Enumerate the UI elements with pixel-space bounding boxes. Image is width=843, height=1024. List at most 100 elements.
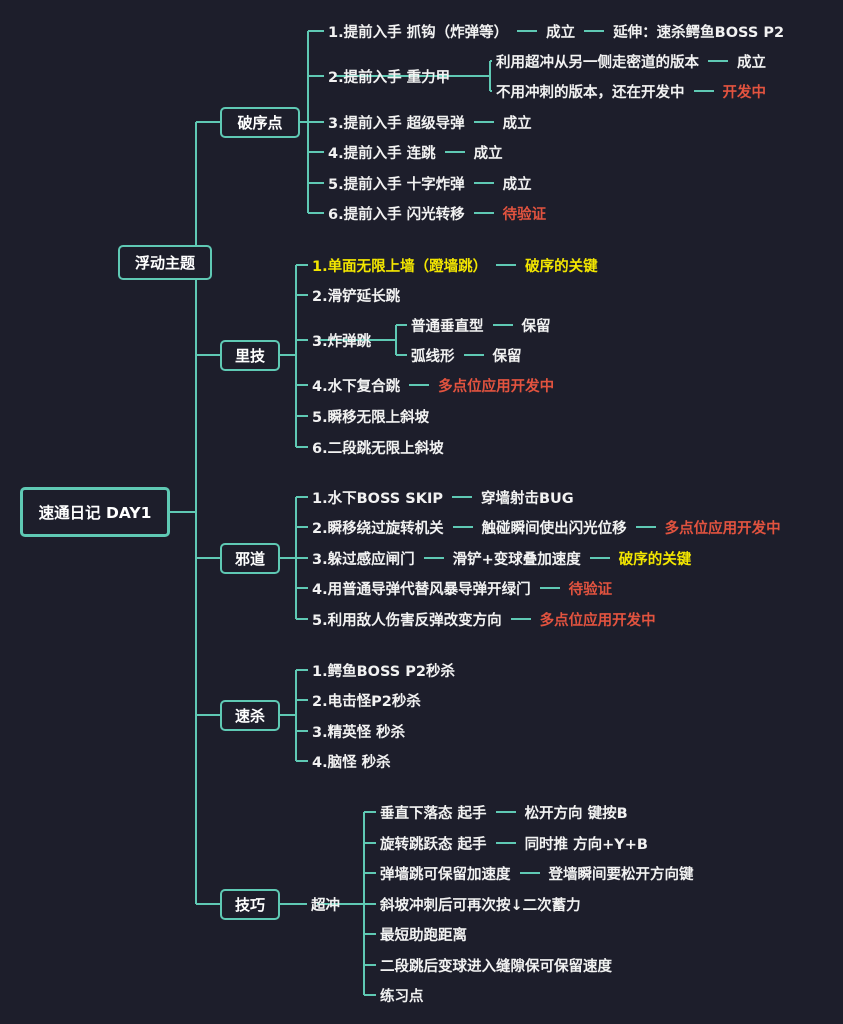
node-text: 1.鳄鱼BOSS P2秒杀 [312, 663, 455, 680]
sub-branch-item[interactable]: 斜坡冲刺后可再次按↓二次蓄力 [380, 892, 581, 916]
connector-dash [444, 151, 465, 153]
node-text: 斜坡冲刺后可再次按↓二次蓄力 [380, 897, 581, 914]
node-text: 待验证 [502, 206, 547, 223]
branch-item[interactable]: 超冲 [311, 892, 340, 916]
node-text: 多点位应用开发中 [438, 378, 555, 395]
sub-branch-item[interactable]: 利用超冲从另一侧走密道的版本 成立 [496, 49, 766, 73]
node-text: 4.脑怪 秒杀 [312, 754, 391, 771]
branch-item[interactable]: 4.用普通导弹代替风暴导弹开绿门待验证 [312, 576, 612, 600]
category-label: 里技 [234, 347, 265, 365]
node-text: 1.水下BOSS SKIP [312, 490, 443, 507]
branch-item[interactable]: 2.电击怪P2秒杀 [312, 688, 421, 712]
node-text: 不用冲刺的版本，还在开发中 [496, 84, 685, 101]
category-node[interactable]: 技巧 [220, 889, 280, 920]
root-label: 速通日记 DAY1 [38, 504, 152, 522]
connector-dash [463, 354, 484, 356]
connector-dash [423, 557, 444, 559]
branch-item[interactable]: 5.瞬移无限上斜坡 [312, 404, 429, 428]
node-text: 6.二段跳无限上斜坡 [312, 440, 444, 457]
sub-branch-item[interactable]: 练习点 [380, 983, 424, 1007]
node-text: 4.提前入手 连跳 [328, 145, 436, 162]
category-node[interactable]: 邪道 [220, 543, 280, 574]
connector-dash [409, 384, 430, 386]
node-text: 成立 [502, 176, 532, 193]
connector-dash [492, 324, 513, 326]
connector-dash [708, 60, 728, 62]
node-text: 2.滑铲延长跳 [312, 288, 401, 305]
node-text: 3.精英怪 秒杀 [312, 724, 406, 741]
sub-branch-item[interactable]: 二段跳后变球进入缝隙保可保留速度 [380, 953, 612, 977]
branch-item[interactable]: 3.提前入手 超级导弹成立 [328, 110, 532, 134]
category-node[interactable]: 破序点 [220, 107, 300, 138]
connector-dash [451, 496, 472, 498]
node-text: 3.炸弹跳 [312, 333, 372, 350]
node-text: 5.提前入手 十字炸弹 [328, 176, 465, 193]
connector-dash [517, 30, 538, 32]
node-text: 开发中 [722, 84, 767, 101]
branch-item[interactable]: 2.瞬移绕过旋转机关 触碰瞬间使出闪光位移 多点位应用开发中 [312, 515, 781, 539]
node-text: 二段跳后变球进入缝隙保可保留速度 [380, 958, 612, 975]
branch-item[interactable]: 1.单面无限上墙（蹬墙跳）破序的关键 [312, 253, 598, 277]
connector-dash [589, 557, 610, 559]
node-text: 2.瞬移绕过旋转机关 [312, 520, 444, 537]
floating-topic-node[interactable]: 浮动主题 [118, 245, 212, 280]
connector-dash [473, 212, 494, 214]
node-text: 利用超冲从另一侧走密道的版本 [496, 54, 699, 71]
connector-dash [584, 30, 605, 32]
category-label: 速杀 [234, 707, 265, 725]
branch-item[interactable]: 4.提前入手 连跳 成立 [328, 140, 503, 164]
branch-item[interactable]: 1.提前入手 抓钩（炸弹等） 成立 延伸：速杀鳄鱼BOSS P2 [328, 19, 784, 43]
sub-branch-item[interactable]: 旋转跳跃态 起手 同时推 方向+Y+B [380, 831, 648, 855]
node-text: 3.提前入手 超级导弹 [328, 115, 465, 132]
node-text: 保留 [492, 348, 522, 365]
connector-dash [473, 121, 494, 123]
connector-dash [495, 811, 516, 813]
node-text: 成立 [737, 54, 766, 71]
branch-item[interactable]: 3.躲过感应闸门 滑铲+变球叠加速度 破序的关键 [312, 546, 691, 570]
sub-branch-item[interactable]: 最短助跑距离 [380, 922, 467, 946]
sub-branch-item[interactable]: 普通垂直型保留 [411, 313, 551, 337]
connector-dash [635, 526, 656, 528]
branch-item[interactable]: 4.脑怪 秒杀 [312, 749, 391, 773]
branch-item[interactable]: 4.水下复合跳多点位应用开发中 [312, 373, 554, 397]
branch-item[interactable]: 3.炸弹跳 [312, 328, 371, 352]
sub-branch-item[interactable]: 弧线形保留 [411, 343, 522, 367]
node-text: 成立 [546, 24, 576, 41]
node-text: 延伸：速杀鳄鱼BOSS P2 [613, 24, 785, 41]
branch-item[interactable]: 6.二段跳无限上斜坡 [312, 435, 444, 459]
category-node[interactable]: 里技 [220, 340, 280, 371]
node-text: 待验证 [568, 581, 613, 598]
connector-dash [473, 182, 494, 184]
node-text: 触碰瞬间使出闪光位移 [481, 520, 627, 537]
branch-item[interactable]: 5.利用敌人伤害反弹改变方向多点位应用开发中 [312, 607, 656, 631]
category-label: 邪道 [234, 550, 265, 568]
connector-dash [452, 526, 473, 528]
sub-branch-item[interactable]: 弹墙跳可保留加速度登墙瞬间要松开方向键 [380, 861, 694, 885]
root-node[interactable]: 速通日记 DAY1 [20, 487, 170, 537]
branch-item[interactable]: 6.提前入手 闪光转移待验证 [328, 201, 546, 225]
branch-item[interactable]: 2.滑铲延长跳 [312, 283, 400, 307]
node-text: 多点位应用开发中 [664, 520, 781, 537]
branch-item[interactable]: 3.精英怪 秒杀 [312, 719, 405, 743]
node-text: 登墙瞬间要松开方向键 [548, 866, 694, 883]
node-text: 滑铲+变球叠加速度 [452, 551, 581, 568]
node-text: 同时推 方向+Y+B [524, 836, 648, 853]
connector-dash [510, 618, 531, 620]
branch-item[interactable]: 2.提前入手 重力甲 [328, 64, 450, 88]
node-text: 1.提前入手 抓钩（炸弹等） [328, 24, 509, 41]
sub-branch-item[interactable]: 垂直下落态 起手松开方向 键按B [380, 800, 628, 824]
sub-branch-item[interactable]: 不用冲刺的版本，还在开发中 开发中 [496, 79, 766, 103]
connector-dash [693, 90, 714, 92]
node-text: 成立 [473, 145, 503, 162]
node-text: 破序的关键 [618, 551, 692, 568]
node-text: 3.躲过感应闸门 [312, 551, 415, 568]
category-node[interactable]: 速杀 [220, 700, 280, 731]
node-text: 5.瞬移无限上斜坡 [312, 409, 430, 426]
connector-dash [496, 264, 517, 266]
node-text: 旋转跳跃态 起手 [380, 836, 487, 853]
branch-item[interactable]: 5.提前入手 十字炸弹 成立 [328, 171, 532, 195]
node-text: 1.单面无限上墙（蹬墙跳） [312, 258, 488, 275]
node-text: 5.利用敌人伤害反弹改变方向 [312, 612, 502, 629]
branch-item[interactable]: 1.鳄鱼BOSS P2秒杀 [312, 658, 455, 682]
